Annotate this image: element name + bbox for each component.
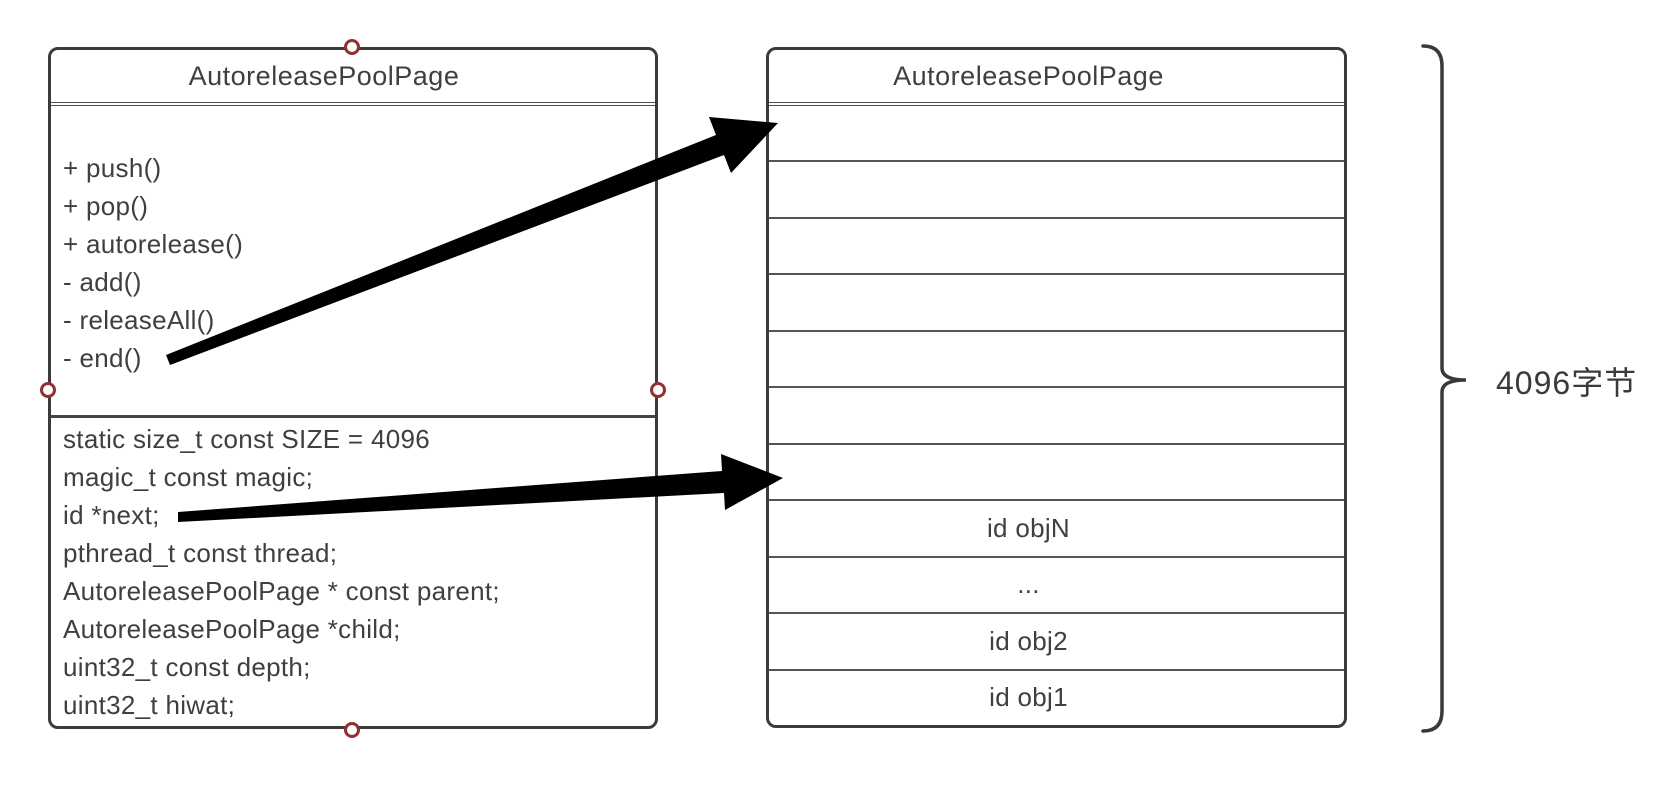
- selection-handle-right[interactable]: [650, 382, 666, 398]
- class-box-methods-section: + push() + pop() + autorelease() - add()…: [51, 106, 655, 418]
- field-next: id *next;: [63, 500, 160, 530]
- field-magic: magic_t const magic;: [63, 462, 314, 492]
- size-annotation: 4096字节: [1496, 365, 1638, 401]
- field-size: static size_t const SIZE = 4096: [63, 424, 430, 454]
- selection-handle-left[interactable]: [40, 382, 56, 398]
- class-box[interactable]: AutoreleasePoolPage + push() + pop() + a…: [48, 47, 658, 729]
- field-depth: uint32_t const depth;: [63, 652, 311, 682]
- method-pop: + pop(): [63, 191, 149, 221]
- method-end: - end(): [63, 343, 142, 373]
- memory-slot: [769, 162, 1344, 219]
- memory-slot: [769, 106, 1344, 163]
- memory-slots: id objN ... id obj2 id obj1: [769, 106, 1344, 725]
- memory-box[interactable]: AutoreleasePoolPage id objN ... id obj2 …: [766, 47, 1347, 728]
- memory-slot: [769, 332, 1344, 389]
- brace-path: [1421, 44, 1467, 733]
- size-brace[interactable]: [1405, 35, 1485, 745]
- field-thread: pthread_t const thread;: [63, 538, 338, 568]
- memory-slot: [769, 388, 1344, 445]
- method-autorelease: + autorelease(): [63, 229, 244, 259]
- memory-box-title: AutoreleasePoolPage: [769, 50, 1344, 106]
- memory-slot-obj2: id obj2: [769, 614, 1344, 671]
- memory-slot: [769, 219, 1344, 276]
- class-box-title: AutoreleasePoolPage: [51, 50, 655, 106]
- memory-slot-objn: id objN: [769, 501, 1344, 558]
- selection-handle-top[interactable]: [344, 39, 360, 55]
- selection-handle-bottom[interactable]: [344, 722, 360, 738]
- memory-slot-obj1: id obj1: [989, 682, 1068, 713]
- field-parent: AutoreleasePoolPage * const parent;: [63, 576, 500, 606]
- method-add: - add(): [63, 267, 142, 297]
- method-push: + push(): [63, 153, 162, 183]
- memory-slot: [769, 445, 1344, 502]
- memory-slot-ellipsis: ...: [769, 558, 1344, 615]
- memory-slot: [769, 275, 1344, 332]
- method-releaseall: - releaseAll(): [63, 305, 215, 335]
- field-hiwat: uint32_t hiwat;: [63, 690, 236, 720]
- field-child: AutoreleasePoolPage *child;: [63, 614, 401, 644]
- class-box-fields-section: static size_t const SIZE = 4096 magic_t …: [51, 418, 655, 724]
